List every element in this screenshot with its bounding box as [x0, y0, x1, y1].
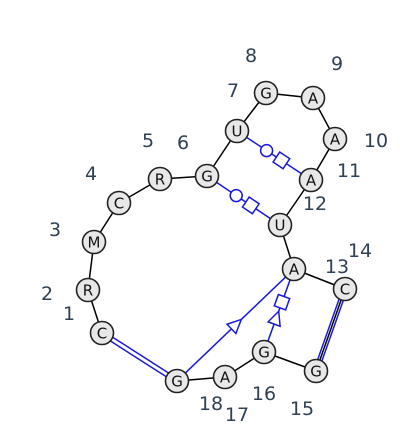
canonical-pair-line	[317, 298, 340, 360]
nucleotide-letter: C	[97, 325, 107, 343]
nucleotide-letter: U	[232, 123, 243, 141]
nucleotide-node	[106, 190, 132, 216]
nucleotide-layer: C R M C R G U G A A A U A C G G A G	[75, 80, 358, 394]
nucleotide-node	[322, 126, 348, 152]
nucleotide-node	[224, 118, 250, 144]
nucleotide-index-label: 7	[227, 80, 239, 102]
nucleotide-node	[251, 339, 277, 365]
nucleotide-node	[81, 229, 107, 255]
nucleotide-node	[89, 320, 115, 346]
nucleotide-index-label: 17	[225, 404, 249, 426]
pair-square-symbol	[272, 151, 291, 170]
pair-triangle-symbol	[225, 318, 243, 335]
pair-circle-symbol	[259, 143, 274, 158]
nucleotide-letter: R	[83, 282, 93, 300]
noncanonical-pair-line	[246, 136, 302, 175]
nucleotide-letter: M	[88, 234, 101, 252]
nucleotide-letter: A	[330, 131, 341, 149]
nucleotide-node	[164, 368, 190, 394]
nucleotide-node	[281, 256, 307, 282]
canonical-pair-line	[321, 300, 344, 362]
nucleotide-index-label: 4	[85, 163, 97, 185]
nucleotide-index-label: 5	[142, 130, 154, 152]
nucleotide-index-label: 3	[49, 219, 61, 241]
nucleotide-letter: R	[155, 171, 165, 189]
nucleotide-node	[300, 85, 326, 111]
nucleotide-node	[298, 167, 324, 193]
nucleotide-index-label: 6	[177, 132, 189, 154]
nucleotide-index-label: 8	[245, 45, 257, 67]
nucleotide-letter: G	[260, 85, 272, 103]
nucleotide-index-label: 12	[303, 193, 327, 215]
canonical-pair-line	[112, 336, 169, 374]
nucleotide-letter: U	[275, 217, 286, 235]
nucleotide-index-label: 14	[348, 240, 372, 262]
canonical-pair-line	[110, 340, 167, 378]
nucleotide-letter: A	[289, 261, 300, 279]
nucleotide-letter: G	[201, 168, 213, 186]
nucleotide-index-label: 2	[41, 283, 53, 305]
nucleotide-letter: C	[114, 195, 124, 213]
base-pair-layer	[110, 136, 344, 378]
nucleotide-letter: G	[258, 344, 270, 362]
nucleotide-node	[194, 163, 220, 189]
pair-circle-symbol	[229, 188, 243, 203]
nucleotide-letter: G	[171, 373, 183, 391]
nucleotide-letter: C	[340, 281, 350, 299]
nucleotide-node	[267, 212, 293, 238]
nucleotide-index-label: 10	[364, 130, 388, 152]
nucleotide-node	[332, 276, 358, 302]
nucleotide-index-label: 18	[199, 393, 223, 415]
nucleotide-letter: A	[306, 172, 317, 190]
nucleotide-index-label: 9	[331, 53, 343, 75]
nucleotide-node	[75, 277, 101, 303]
pair-square-symbol	[241, 196, 261, 215]
nucleotide-node	[147, 166, 173, 192]
noncanonical-pair-line	[216, 181, 271, 220]
nucleotide-letter: A	[220, 369, 231, 387]
backbone-layer	[87, 92, 346, 382]
nucleotide-index-label: 16	[252, 383, 276, 405]
nucleotide-letter: A	[308, 90, 319, 108]
nucleotide-node	[212, 364, 238, 390]
pair-triangle-symbol	[266, 309, 281, 328]
nucleotide-index-label: 11	[337, 160, 361, 182]
nucleotide-node	[303, 358, 329, 384]
pair-square-symbol	[273, 293, 291, 311]
nucleotide-index-label: 15	[290, 398, 314, 420]
nucleotide-letter: G	[310, 363, 322, 381]
nucleotide-node	[253, 80, 279, 106]
nucleotide-index-label: 1	[63, 303, 75, 325]
nucleotide-index-label: 13	[325, 256, 349, 278]
backbone-segment	[315, 288, 346, 372]
